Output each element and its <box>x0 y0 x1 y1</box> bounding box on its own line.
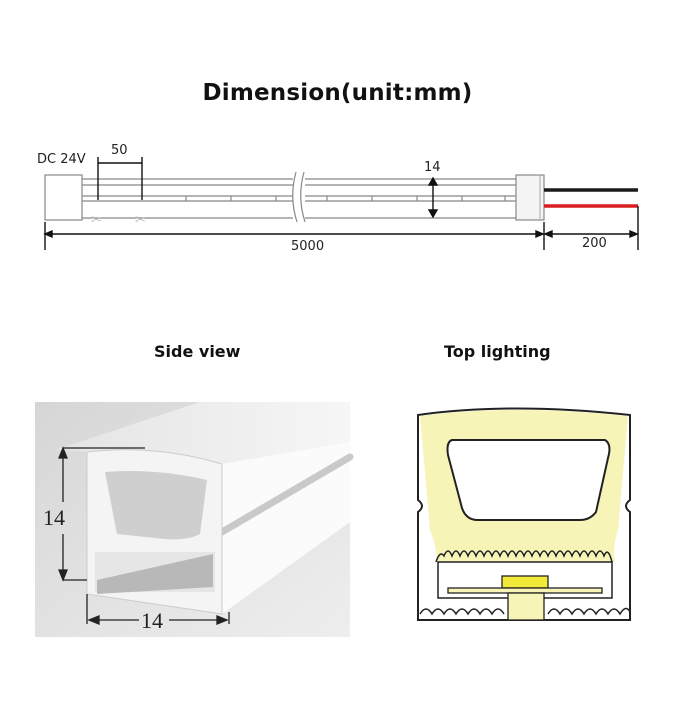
voltage-label: DC 24V <box>37 152 86 167</box>
strip-outline: ✂ ✂ <box>43 157 639 250</box>
side-view-heading: Side view <box>154 342 241 361</box>
scissors-icon: ✂ <box>135 213 146 228</box>
strip-length-label: 5000 <box>291 239 325 254</box>
side-height-label: 14 <box>43 505 65 530</box>
page-title: Dimension(unit:mm) <box>202 80 473 106</box>
scissors-icon: ✂ <box>91 213 102 228</box>
cut-spacing-label: 50 <box>111 143 128 158</box>
strip-height-label: 14 <box>424 160 441 175</box>
top-lighting-heading: Top lighting <box>444 342 551 361</box>
lead-length-label: 200 <box>582 236 607 251</box>
side-width-label: 14 <box>141 608 163 633</box>
